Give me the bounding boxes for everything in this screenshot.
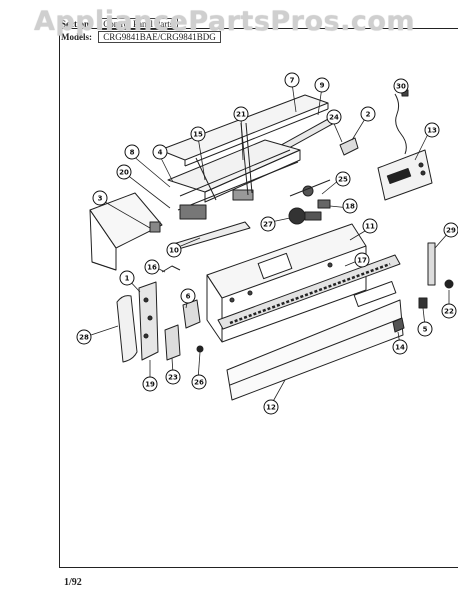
callout-number: 9: [320, 82, 325, 90]
part-knob-assembly: [288, 179, 331, 225]
callout-23: 23: [165, 369, 181, 385]
callout-14: 14: [392, 339, 408, 355]
callout-21: 21: [233, 106, 249, 122]
model-value: CRG9841BAE/CRG9841BDG: [98, 31, 221, 43]
section-header: Section: Control Panel Parts: [61, 18, 179, 30]
callout-number: 15: [193, 131, 203, 139]
callout-number: 28: [79, 334, 89, 342]
callout-30: 30: [393, 78, 409, 94]
callout-number: 27: [263, 221, 273, 229]
callout-number: 7: [290, 77, 295, 85]
callout-25: 25: [335, 171, 351, 187]
part-clip: [339, 137, 359, 156]
callout-number: 5: [423, 326, 428, 334]
callout-number: 16: [147, 264, 157, 272]
part-end-cap: [116, 295, 138, 363]
callout-number: 17: [357, 257, 367, 265]
page-code: 1/92: [64, 577, 82, 588]
callout-number: 19: [145, 381, 155, 389]
callout-4: 4: [152, 144, 168, 160]
callout-number: 18: [345, 203, 355, 211]
callout-number: 26: [194, 379, 204, 387]
callout-3: 3: [92, 190, 108, 206]
callout-number: 13: [427, 127, 437, 135]
callout-number: 8: [130, 149, 135, 157]
callout-12: 12: [263, 399, 279, 415]
callout-19: 19: [142, 376, 158, 392]
callout-5: 5: [417, 321, 433, 337]
callout-number: 6: [186, 293, 191, 301]
callout-17: 17: [354, 252, 370, 268]
diagram-frame: [59, 28, 458, 568]
callout-1: 1: [119, 270, 135, 286]
part-channel-assembly: [167, 122, 301, 220]
callout-24: 24: [326, 109, 342, 125]
callout-number: 4: [158, 149, 163, 157]
callout-6: 6: [180, 288, 196, 304]
callout-18: 18: [342, 198, 358, 214]
callout-number: 10: [169, 247, 179, 255]
callout-number: 14: [395, 344, 405, 352]
callout-number: 21: [236, 111, 246, 119]
section-label: Section:: [61, 19, 92, 29]
callout-number: 12: [266, 404, 276, 412]
callout-22: 22: [441, 303, 457, 319]
callout-11: 11: [362, 218, 378, 234]
callout-number: 23: [168, 374, 178, 382]
model-label: Models:: [61, 32, 92, 42]
part-button-strip: [217, 254, 401, 330]
watermark: AppliancePartsPros.com: [34, 6, 416, 37]
callout-29: 29: [443, 222, 458, 238]
callout-13: 13: [424, 122, 440, 138]
model-header: Models: CRG9841BAE/CRG9841BDG: [61, 31, 221, 43]
callout-number: 20: [119, 169, 129, 177]
callout-group: 1234567891011121314151617181920212223242…: [76, 72, 458, 415]
callout-10: 10: [166, 242, 182, 258]
callout-7: 7: [284, 72, 300, 88]
callout-8: 8: [124, 144, 140, 160]
part-switch-bracket: [138, 265, 201, 361]
callout-number: 11: [365, 223, 375, 231]
callout-20: 20: [116, 164, 132, 180]
part-top-trim: [159, 94, 329, 167]
callout-number: 1: [125, 275, 130, 283]
callout-15: 15: [190, 126, 206, 142]
part-glass-panel: [226, 281, 404, 401]
callout-9: 9: [314, 77, 330, 93]
callout-number: 3: [98, 195, 103, 203]
section-value: Control Panel Parts: [98, 18, 179, 30]
callout-number: 24: [329, 114, 339, 122]
callout-number: 25: [338, 176, 348, 184]
part-left-side-bracket: [89, 192, 163, 271]
part-right-trim: [196, 242, 454, 353]
callout-number: 30: [396, 83, 406, 91]
callout-28: 28: [76, 329, 92, 345]
callout-26: 26: [191, 374, 207, 390]
callout-number: 29: [446, 227, 456, 235]
callout-2: 2: [360, 106, 376, 122]
callout-number: 22: [444, 308, 454, 316]
callout-27: 27: [260, 216, 276, 232]
callout-16: 16: [144, 259, 160, 275]
part-clock-module: [377, 89, 433, 201]
callout-number: 2: [366, 111, 371, 119]
